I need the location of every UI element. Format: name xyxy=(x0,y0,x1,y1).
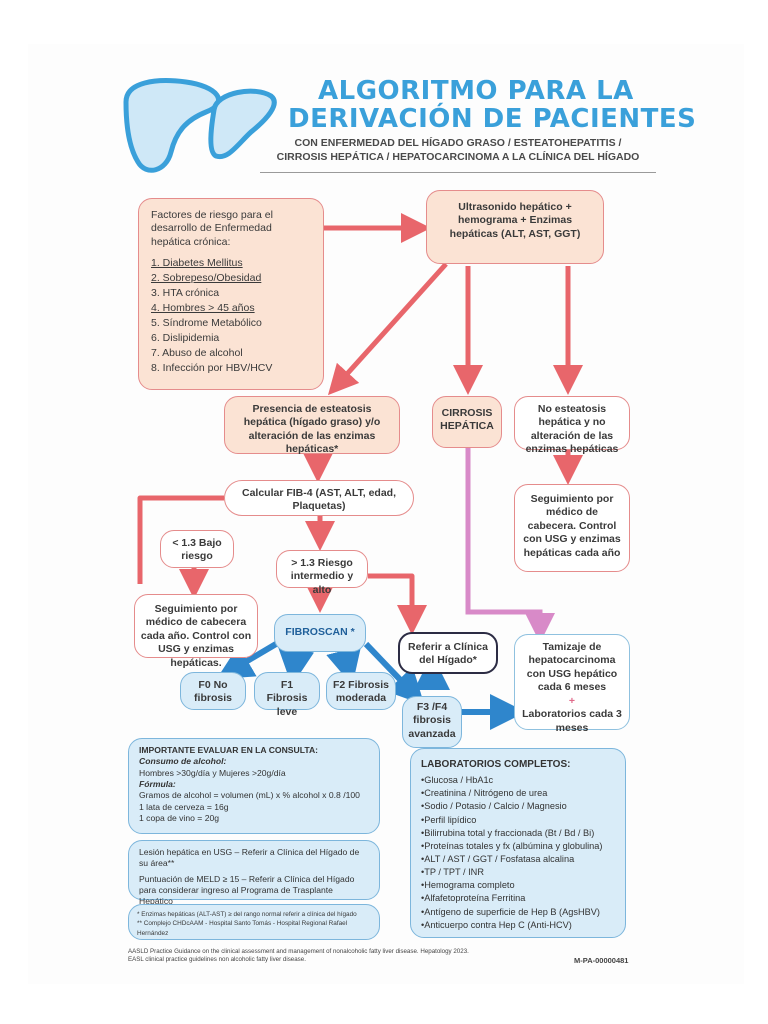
low-risk-box: < 1.3 Bajo riesgo xyxy=(160,530,234,568)
fib4-box: Calcular FIB-4 (AST, ALT, edad, Plaqueta… xyxy=(224,480,414,516)
lab-item: •Anticuerpo contra Hep C (Anti-HCV) xyxy=(421,919,572,930)
formula-label: Fórmula: xyxy=(139,779,176,790)
followup-right-box: Seguimiento por médico de cabecera. Cont… xyxy=(514,484,630,572)
lesion-box: Lesión hepática en USG – Referir a Clíni… xyxy=(128,840,380,906)
arrow-fibroscan-to-f34 xyxy=(363,641,425,705)
lab-item: •Proteínas totales y fx (albúmina y glob… xyxy=(421,840,603,851)
arrow-fib4-to-left-followup xyxy=(137,495,224,584)
f1-box: F1 Fibrosis leve xyxy=(254,672,320,718)
labs-box: LABORATORIOS COMPLETOS: •Glucosa / HbA1c… xyxy=(410,748,626,938)
arrow-fibroscan-to-f0 xyxy=(216,641,278,680)
formula-text: Gramos de alcohol = volumen (mL) x % alc… xyxy=(139,790,360,801)
risk-factor-item: 6. Dislipidemia xyxy=(151,332,220,344)
lab-item: •Glucosa / HbA1c xyxy=(421,775,494,786)
consult-box: IMPORTANTE EVALUAR EN LA CONSULTA: Consu… xyxy=(128,738,380,834)
lab-item: •Perfil lipídico xyxy=(421,814,477,825)
alcohol-text: Hombres >30g/día y Mujeres >20g/día xyxy=(139,767,286,778)
arrow-fibroscan-to-f2 xyxy=(326,646,362,686)
risk-factors-box: Factores de riesgo para el desarrollo de… xyxy=(138,198,324,390)
arrow-ultrasound-to-steatosis xyxy=(327,262,448,396)
reference-2: EASL clinical practice guidelines non al… xyxy=(128,956,306,964)
screening-labs-text: Laboratorios cada 3 meses xyxy=(522,708,622,734)
footnote-box: * Enzimas hepáticas (ALT-AST) ≥ del rang… xyxy=(128,904,380,940)
labs-heading: LABORATORIOS COMPLETOS: xyxy=(421,759,571,770)
references: AASLD Practice Guidance on the clinical … xyxy=(128,948,528,964)
arrow-high-to-refer xyxy=(368,573,427,635)
risk-factor-item: 2. Sobrepeso/Obesidad xyxy=(151,272,262,285)
liver-icon xyxy=(123,78,277,173)
risk-factor-item: 5. Síndrome Metabólico xyxy=(151,317,262,330)
footnote-2: ** Complejo CHDcAAM - Hospital Santo Tom… xyxy=(137,920,348,937)
lesion-item-2: Puntuación de MELD ≥ 15 – Referir a Clín… xyxy=(139,873,355,907)
reference-1: AASLD Practice Guidance on the clinical … xyxy=(128,948,469,955)
high-risk-box: > 1.3 Riesgo intermedio y alto xyxy=(276,550,368,596)
title-line-1: ALGORITMO PARA LA xyxy=(318,76,634,106)
lab-item: •Creatinina / Nitrógeno de urea xyxy=(421,788,548,799)
subtitle-line-2: CIRROSIS HEPÁTICA / HEPATOCARCINOMA A LA… xyxy=(276,151,640,164)
flow-arrows xyxy=(137,213,583,730)
lesion-item-1: Lesión hepática en USG – Referir a Clíni… xyxy=(139,847,360,869)
lab-item: •ALT / AST / GGT / Fosfatasa alcalina xyxy=(421,854,575,865)
f2-box: F2 Fibrosis moderada xyxy=(326,672,396,710)
ultrasound-box: Ultrasonido hepático + hemograma + Enzim… xyxy=(426,190,604,264)
risk-factor-item: 1. Diabetes Mellitus xyxy=(151,257,243,270)
poster-sheet: ALGORITMO PARA LA DERIVACIÓN DE PACIENTE… xyxy=(28,44,744,984)
wine-text: 1 copa de vino = 20g xyxy=(139,813,220,824)
refer-box: Referir a Clínica del Hígado* xyxy=(398,632,498,674)
f0-box: F0 No fibrosis xyxy=(180,672,246,710)
consult-heading: IMPORTANTE EVALUAR EN LA CONSULTA: xyxy=(139,745,319,755)
lab-item: •Antígeno de superficie de Hep B (AgsHBV… xyxy=(421,906,600,917)
steatosis-box: Presencia de esteatosis hepática (hígado… xyxy=(224,396,400,455)
lab-item: •TP / TPT / INR xyxy=(421,867,484,878)
footnote-1: * Enzimas hepáticas (ALT-AST) ≥ del rang… xyxy=(137,911,357,918)
f34-box: F3 /F4 fibrosis avanzada xyxy=(402,696,462,748)
risk-factor-item: 7. Abuso de alcohol xyxy=(151,346,243,359)
arrow-cirrosis-to-screening xyxy=(465,448,555,643)
document-code: M-PA-00000481 xyxy=(574,956,629,965)
followup-left-box: Seguimiento por médico de cabecera cada … xyxy=(134,594,258,669)
risk-factor-item: 3. HTA crónica xyxy=(151,287,220,300)
screening-box: Tamizaje de hepatocarcinoma con USG hepá… xyxy=(514,634,630,734)
title-divider xyxy=(260,172,656,173)
risk-factor-item: 4. Hombres > 45 años xyxy=(151,302,255,315)
plus-icon: + xyxy=(568,694,576,707)
beer-text: 1 lata de cerveza = 16g xyxy=(139,801,229,812)
arrow-fibroscan-to-f1 xyxy=(278,647,315,686)
cirrosis-box: CIRROSIS HEPÁTICA xyxy=(432,396,502,448)
lab-item: •Alfafetoproteína Ferritina xyxy=(421,893,526,904)
lab-item: •Hemograma completo xyxy=(421,880,515,891)
risk-factors-heading: Factores de riesgo para el desarrollo de… xyxy=(151,209,273,248)
subtitle-line-1: CON ENFERMEDAD DEL HÍGADO GRASO / ESTEAT… xyxy=(294,137,622,149)
lab-item: •Bilirrubina total y fraccionada (Bt / B… xyxy=(421,827,595,838)
alcohol-label: Consumo de alcohol: xyxy=(139,756,227,767)
subtitle: CON ENFERMEDAD DEL HÍGADO GRASO / ESTEAT… xyxy=(258,136,658,164)
title-line-2: DERIVACIÓN DE PACIENTES xyxy=(288,104,697,134)
no-steatosis-box: No esteatosis hepática y no alteración d… xyxy=(514,396,630,455)
fibroscan-box: FIBROSCAN * xyxy=(274,614,366,652)
risk-factor-item: 8. Infección por HBV/HCV xyxy=(151,361,273,374)
screening-text: Tamizaje de hepatocarcinoma con USG hepá… xyxy=(526,641,618,694)
lab-item: •Sodio / Potasio / Calcio / Magnesio xyxy=(421,801,567,812)
